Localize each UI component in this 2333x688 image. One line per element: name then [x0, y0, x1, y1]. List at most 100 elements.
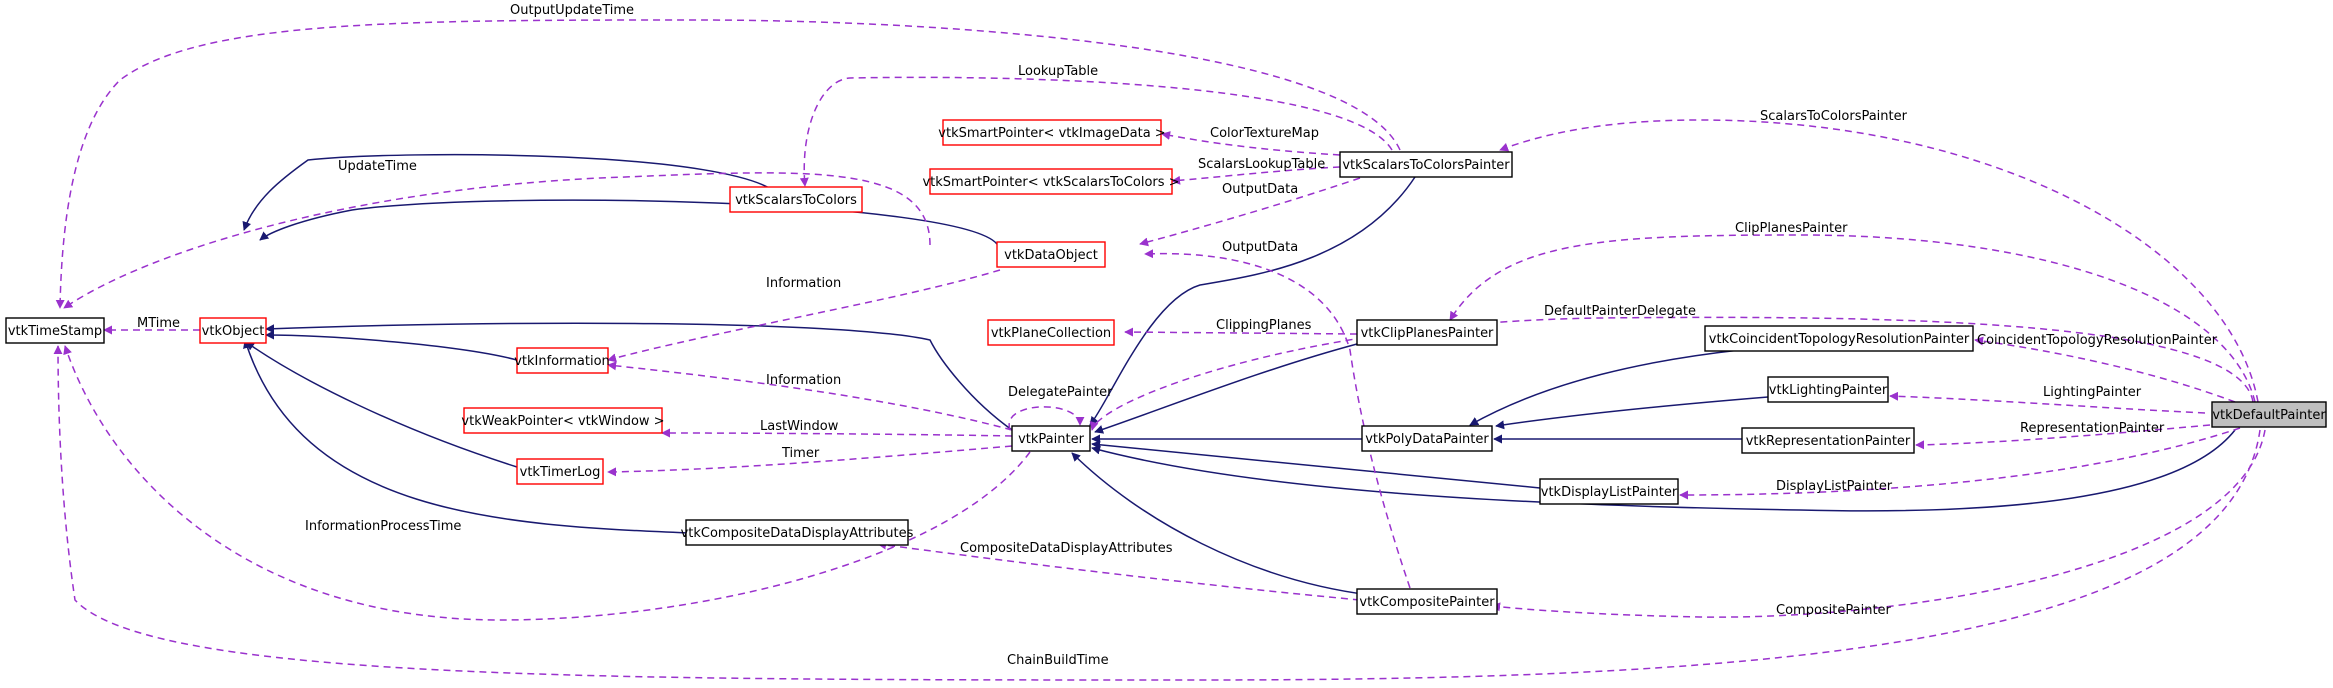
- edge-painter-to-object: [265, 322, 1013, 431]
- edge-information-process-time: [63, 345, 1031, 621]
- svg-text:vtkTimeStamp: vtkTimeStamp: [8, 324, 102, 339]
- svg-text:vtkDataObject: vtkDataObject: [1004, 248, 1098, 263]
- label-default-painter-delegate: DefaultPainterDelegate: [1544, 304, 1696, 319]
- edge-chain-build-time: [53, 345, 2261, 681]
- svg-text:vtkDisplayListPainter: vtkDisplayListPainter: [1541, 485, 1678, 500]
- node-vtk-smart-pointer-image-data[interactable]: vtkSmartPointer< vtkImageData >: [938, 119, 1166, 146]
- edge-defaultpainter-to-painter: [1091, 429, 2236, 512]
- edge-output-update-time: [55, 19, 1401, 309]
- label-scalars-lookup-table: ScalarsLookupTable: [1198, 157, 1325, 172]
- node-vtk-lighting-painter[interactable]: vtkLightingPainter: [1767, 376, 1889, 403]
- label-clip-planes-painter: ClipPlanesPainter: [1735, 221, 1848, 236]
- label-scalars-to-colors-painter: ScalarsToColorsPainter: [1760, 109, 1908, 124]
- edge-s2cpainter-to-painter: [1089, 176, 1416, 426]
- label-composite-display-attrs: CompositeDataDisplayAttributes: [960, 541, 1173, 556]
- edge-last-window: [661, 428, 1013, 438]
- svg-text:vtkSmartPointer< vtkImageData: vtkSmartPointer< vtkImageData >: [938, 126, 1165, 141]
- edge-update-time: [63, 172, 931, 309]
- svg-text:vtkScalarsToColors: vtkScalarsToColors: [735, 193, 857, 208]
- node-vtk-scalars-to-colors[interactable]: vtkScalarsToColors: [729, 186, 863, 213]
- label-color-texture-map: ColorTextureMap: [1210, 126, 1319, 141]
- svg-text:vtkCompositePainter: vtkCompositePainter: [1359, 595, 1495, 610]
- edge-information-painter: [607, 361, 1013, 431]
- node-vtk-object[interactable]: vtkObject: [199, 317, 267, 344]
- label-last-window: LastWindow: [760, 419, 839, 434]
- svg-text:vtkLightingPainter: vtkLightingPainter: [1769, 383, 1888, 398]
- node-vtk-representation-painter[interactable]: vtkRepresentationPainter: [1741, 427, 1915, 454]
- node-vtk-poly-data-painter[interactable]: vtkPolyDataPainter: [1361, 425, 1493, 452]
- node-vtk-composite-painter[interactable]: vtkCompositePainter: [1356, 588, 1498, 615]
- edge-information-to-object: [265, 330, 518, 361]
- svg-text:vtkScalarsToColorsPainter: vtkScalarsToColorsPainter: [1342, 158, 1510, 173]
- edge-displaylistpainter-to-painter: [1091, 440, 1541, 489]
- svg-text:vtkRepresentationPainter: vtkRepresentationPainter: [1746, 434, 1911, 449]
- edge-composite-painter: [1491, 429, 2266, 618]
- edge-representation-painter: [1915, 424, 2211, 450]
- node-vtk-timer-log[interactable]: vtkTimerLog: [516, 458, 604, 485]
- label-output-update-time: OutputUpdateTime: [510, 3, 634, 18]
- edge-scalars-lookup-table: [1171, 166, 1341, 185]
- node-vtk-clip-planes-painter[interactable]: vtkClipPlanesPainter: [1356, 319, 1498, 346]
- svg-text:vtkWeakPointer< vtkWindow >: vtkWeakPointer< vtkWindow >: [461, 414, 664, 429]
- node-vtk-plane-collection[interactable]: vtkPlaneCollection: [987, 319, 1115, 346]
- label-update-time: UpdateTime: [338, 159, 417, 174]
- svg-text:vtkCoincidentTopologyResolutio: vtkCoincidentTopologyResolutionPainter: [1709, 332, 1970, 347]
- label-lookup-table: LookupTable: [1018, 64, 1098, 79]
- edge-compositepainter-to-painter: [1071, 452, 1371, 596]
- svg-text:vtkObject: vtkObject: [202, 324, 265, 339]
- svg-text:vtkSmartPointer< vtkScalarsToC: vtkSmartPointer< vtkScalarsToColors >: [922, 175, 1179, 190]
- svg-text:vtkClipPlanesPainter: vtkClipPlanesPainter: [1361, 326, 1494, 341]
- node-vtk-coincident-topology-resolution-painter[interactable]: vtkCoincidentTopologyResolutionPainter: [1704, 325, 1974, 352]
- label-delegate-painter: DelegatePainter: [1008, 385, 1113, 400]
- svg-text:vtkPolyDataPainter: vtkPolyDataPainter: [1365, 432, 1489, 447]
- edge-composite-display-attrs: [877, 540, 1361, 601]
- label-information-painter: Information: [766, 373, 841, 388]
- node-vtk-scalars-to-colors-painter[interactable]: vtkScalarsToColorsPainter: [1339, 151, 1513, 178]
- edge-information-do: [607, 269, 1001, 363]
- node-vtk-time-stamp[interactable]: vtkTimeStamp: [5, 317, 105, 344]
- edge-coincident-to-polydata: [1469, 349, 1741, 426]
- edge-clip-planes-painter: [1449, 234, 2256, 403]
- edge-timer: [607, 445, 1013, 477]
- edge-scalars-to-colors-painter: [1499, 119, 2259, 403]
- node-vtk-composite-data-display-attributes[interactable]: vtkCompositeDataDisplayAttributes: [681, 519, 914, 546]
- edge-clippainter-to-painter: [1094, 343, 1358, 434]
- edge-compositeattrs-to-object: [243, 339, 689, 534]
- label-composite-painter: CompositePainter: [1776, 603, 1892, 618]
- edge-dataobject-to-object: [259, 199, 998, 245]
- label-clipping-planes: ClippingPlanes: [1216, 318, 1312, 333]
- label-coincident-topology-resolution-painter: CoincidentTopologyResolutionPainter: [1977, 333, 2218, 348]
- node-vtk-painter[interactable]: vtkPainter: [1011, 425, 1091, 452]
- edge-scalarstocolors-to-object: [242, 153, 781, 231]
- label-representation-painter: RepresentationPainter: [2020, 421, 2165, 436]
- label-lighting-painter: LightingPainter: [2043, 385, 2142, 400]
- edge-clipping-planes: [1124, 327, 1358, 337]
- svg-text:vtkPainter: vtkPainter: [1018, 432, 1084, 447]
- edge-output-data-s2c: [1139, 177, 1361, 247]
- edge-display-list-painter: [1679, 427, 2241, 500]
- node-vtk-display-list-painter[interactable]: vtkDisplayListPainter: [1539, 478, 1679, 505]
- label-output-data-composite: OutputData: [1222, 240, 1298, 255]
- label-information-process-time: InformationProcessTime: [305, 519, 461, 534]
- edge-timerlog-to-object: [245, 341, 518, 468]
- node-vtk-information[interactable]: vtkInformation: [514, 347, 610, 374]
- edge-lookup-table: [799, 76, 1393, 187]
- edge-lighting-to-polydata: [1495, 396, 1769, 430]
- svg-text:vtkCompositeDataDisplayAttribu: vtkCompositeDataDisplayAttributes: [681, 526, 914, 541]
- node-vtk-weak-pointer[interactable]: vtkWeakPointer< vtkWindow >: [461, 407, 665, 434]
- svg-text:vtkInformation: vtkInformation: [514, 354, 610, 369]
- label-mtime: MTime: [137, 316, 180, 331]
- edge-color-texture-map: [1161, 131, 1341, 156]
- svg-text:vtkPlaneCollection: vtkPlaneCollection: [991, 326, 1111, 341]
- node-vtk-smart-pointer-scalars-to-colors[interactable]: vtkSmartPointer< vtkScalarsToColors >: [922, 168, 1180, 195]
- label-display-list-painter: DisplayListPainter: [1776, 479, 1893, 494]
- svg-text:vtkTimerLog: vtkTimerLog: [520, 465, 601, 480]
- node-vtk-default-painter[interactable]: vtkDefaultPainter: [2211, 401, 2327, 428]
- edge-output-data-composite: [1144, 249, 1411, 589]
- node-vtk-data-object[interactable]: vtkDataObject: [996, 241, 1106, 268]
- svg-text:vtkDefaultPainter: vtkDefaultPainter: [2212, 408, 2326, 423]
- label-timer: Timer: [781, 446, 820, 461]
- label-output-data-s2c: OutputData: [1222, 182, 1298, 197]
- edge-lighting-painter: [1889, 391, 2206, 414]
